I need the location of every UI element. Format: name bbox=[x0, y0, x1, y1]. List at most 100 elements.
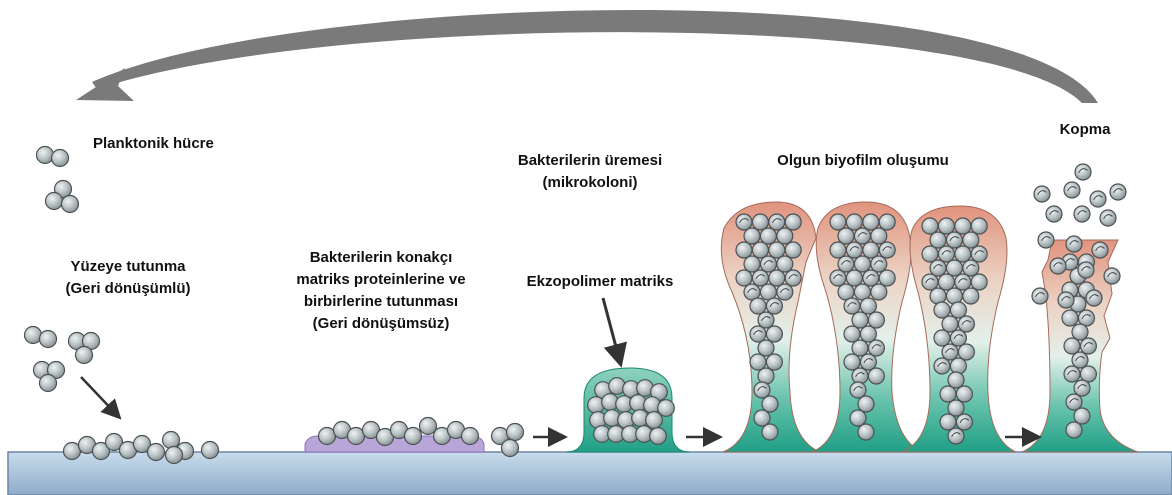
bacterium-cell bbox=[950, 358, 966, 374]
bacterium-cell bbox=[1092, 242, 1108, 258]
bacterium-cell bbox=[769, 242, 785, 258]
bacterium-cell bbox=[785, 214, 801, 230]
bacterium-cell bbox=[860, 298, 876, 314]
bacterium-cell bbox=[762, 424, 778, 440]
bacterium-cell bbox=[946, 232, 962, 248]
bacterium-cell bbox=[52, 150, 69, 167]
bacterium-cell bbox=[766, 354, 782, 370]
bacterium-cell bbox=[166, 447, 183, 464]
bacterium-cell bbox=[934, 330, 950, 346]
bacterial-cells bbox=[25, 147, 1127, 464]
bacterium-cell bbox=[1090, 191, 1106, 207]
bacterium-cell bbox=[948, 372, 964, 388]
bacterium-cell bbox=[736, 214, 752, 230]
bacterium-cell bbox=[930, 232, 946, 248]
bacterium-cell bbox=[863, 214, 879, 230]
bacterium-cell bbox=[955, 246, 971, 262]
bacterium-cell bbox=[934, 302, 950, 318]
mature-biofilm-label: Olgun biyofilm oluşumu bbox=[748, 150, 978, 172]
bacterium-cell bbox=[860, 354, 876, 370]
surface-adhesion-label: Yüzeye tutunma (Geri dönüşümlü) bbox=[28, 256, 228, 300]
bacterium-cell bbox=[1074, 408, 1090, 424]
bacterium-cell bbox=[750, 326, 766, 342]
bacterium-cell bbox=[1074, 380, 1090, 396]
bacterium-cell bbox=[868, 368, 884, 384]
bacterium-cell bbox=[744, 228, 760, 244]
bacterium-cell bbox=[850, 382, 866, 398]
bacterium-cell bbox=[754, 410, 770, 426]
bacterium-cell bbox=[1072, 352, 1088, 368]
recycle-arrow bbox=[92, 10, 1098, 103]
bacterium-cell bbox=[766, 326, 782, 342]
bacterium-cell bbox=[958, 344, 974, 360]
bacterium-cell bbox=[879, 242, 895, 258]
bacterium-cell bbox=[830, 214, 846, 230]
bacterium-cell bbox=[769, 270, 785, 286]
bacterium-cell bbox=[76, 347, 93, 364]
bacterium-cell bbox=[744, 256, 760, 272]
bacterium-cell bbox=[956, 386, 972, 402]
bacterium-cell bbox=[750, 298, 766, 314]
bacterium-cell bbox=[950, 330, 966, 346]
bacterium-cell bbox=[830, 270, 846, 286]
bacterium-cell bbox=[922, 274, 938, 290]
bacterium-cell bbox=[838, 228, 854, 244]
bacterium-cell bbox=[940, 414, 956, 430]
bacterium-cell bbox=[1058, 292, 1074, 308]
bacterium-cell bbox=[971, 274, 987, 290]
bacterium-cell bbox=[163, 432, 180, 449]
bacterium-cell bbox=[25, 327, 42, 344]
bacterium-cell bbox=[1072, 324, 1088, 340]
bacterium-cell bbox=[971, 218, 987, 234]
bacterium-cell bbox=[852, 368, 868, 384]
bacterium-cell bbox=[871, 256, 887, 272]
detachment-label: Kopma bbox=[1055, 119, 1115, 141]
bacterium-cell bbox=[858, 424, 874, 440]
bacterium-cell bbox=[930, 260, 946, 276]
bacterium-cell bbox=[863, 242, 879, 258]
bacterium-cell bbox=[762, 396, 778, 412]
bacterium-cell bbox=[462, 428, 479, 445]
bacterium-cell bbox=[750, 354, 766, 370]
bacterium-cell bbox=[62, 196, 79, 213]
bacterium-cell bbox=[830, 242, 846, 258]
bacterium-cell bbox=[40, 375, 57, 392]
bacterium-cell bbox=[956, 414, 972, 430]
bacterium-cell bbox=[871, 228, 887, 244]
bacterium-cell bbox=[879, 270, 895, 286]
bacterium-cell bbox=[1034, 186, 1050, 202]
bacterium-cell bbox=[1046, 206, 1062, 222]
bacterium-cell bbox=[785, 242, 801, 258]
exopolymer-pointer-arrow bbox=[603, 298, 620, 362]
bacterium-cell bbox=[922, 218, 938, 234]
bacterium-cell bbox=[868, 312, 884, 328]
bacterium-cell bbox=[850, 410, 866, 426]
bacterium-cell bbox=[950, 302, 966, 318]
bacterium-cell bbox=[754, 382, 770, 398]
attachment-arrow bbox=[81, 377, 118, 416]
host-matrix-adhesion-label: Bakterilerin konakçı matriks proteinleri… bbox=[268, 247, 494, 335]
bacterium-cell bbox=[844, 326, 860, 342]
bacterium-cell bbox=[777, 228, 793, 244]
bacterium-cell bbox=[752, 214, 768, 230]
bacterium-cell bbox=[1064, 338, 1080, 354]
bacterium-cell bbox=[938, 218, 954, 234]
bacterium-cell bbox=[760, 228, 776, 244]
bacterium-cell bbox=[940, 386, 956, 402]
bacterium-cell bbox=[963, 288, 979, 304]
bacterium-cell bbox=[1078, 262, 1094, 278]
bacterium-cell bbox=[1064, 182, 1080, 198]
bacterium-cell bbox=[948, 400, 964, 416]
bacterium-cell bbox=[1086, 290, 1102, 306]
bacterium-cell bbox=[934, 358, 950, 374]
bacterium-cell bbox=[871, 284, 887, 300]
bacterium-cell bbox=[752, 270, 768, 286]
bacterium-cell bbox=[1080, 338, 1096, 354]
bacterium-cell bbox=[852, 340, 868, 356]
bacterium-cell bbox=[502, 440, 519, 457]
bacterium-cell bbox=[852, 312, 868, 328]
bacterium-cell bbox=[37, 147, 54, 164]
bacterium-cell bbox=[963, 260, 979, 276]
bacterium-cell bbox=[646, 412, 663, 429]
